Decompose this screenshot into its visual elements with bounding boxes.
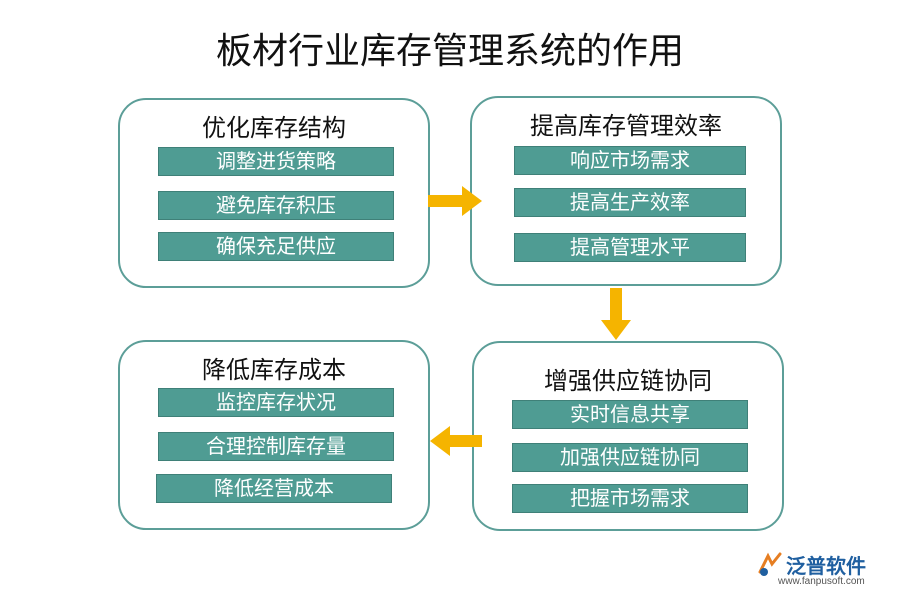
box-optimize-structure: 优化库存结构 调整进货策略 避免库存积压 确保充足供应 <box>118 98 430 288</box>
logo-url: www.fanpusoft.com <box>778 576 865 587</box>
list-item: 降低经营成本 <box>156 474 392 503</box>
logo-mark-icon <box>758 552 782 576</box>
box-title: 优化库存结构 <box>202 114 346 142</box>
list-item: 实时信息共享 <box>512 400 748 429</box>
list-item: 合理控制库存量 <box>158 432 394 461</box>
box-title: 提高库存管理效率 <box>530 112 722 140</box>
list-item: 提高生产效率 <box>514 188 746 217</box>
box-improve-efficiency: 提高库存管理效率 响应市场需求 提高生产效率 提高管理水平 <box>470 96 782 286</box>
arrow-right-icon <box>428 186 482 216</box>
list-item: 确保充足供应 <box>158 232 394 261</box>
box-title: 降低库存成本 <box>202 356 346 384</box>
list-item: 监控库存状况 <box>158 388 394 417</box>
box-supply-chain: 增强供应链协同 实时信息共享 加强供应链协同 把握市场需求 <box>472 341 784 531</box>
arrow-down-icon <box>601 288 631 340</box>
arrow-left-icon <box>430 426 482 456</box>
brand-logo: 泛普软件 www.fanpusoft.com <box>756 550 886 590</box>
list-item: 提高管理水平 <box>514 233 746 262</box>
list-item: 加强供应链协同 <box>512 443 748 472</box>
box-reduce-cost: 降低库存成本 监控库存状况 合理控制库存量 降低经营成本 <box>118 340 430 530</box>
list-item: 把握市场需求 <box>512 484 748 513</box>
list-item: 响应市场需求 <box>514 146 746 175</box>
page-title: 板材行业库存管理系统的作用 <box>215 31 684 72</box>
list-item: 避免库存积压 <box>158 191 394 220</box>
list-item: 调整进货策略 <box>158 147 394 176</box>
logo-name: 泛普软件 <box>786 554 866 578</box>
box-title: 增强供应链协同 <box>544 367 712 395</box>
